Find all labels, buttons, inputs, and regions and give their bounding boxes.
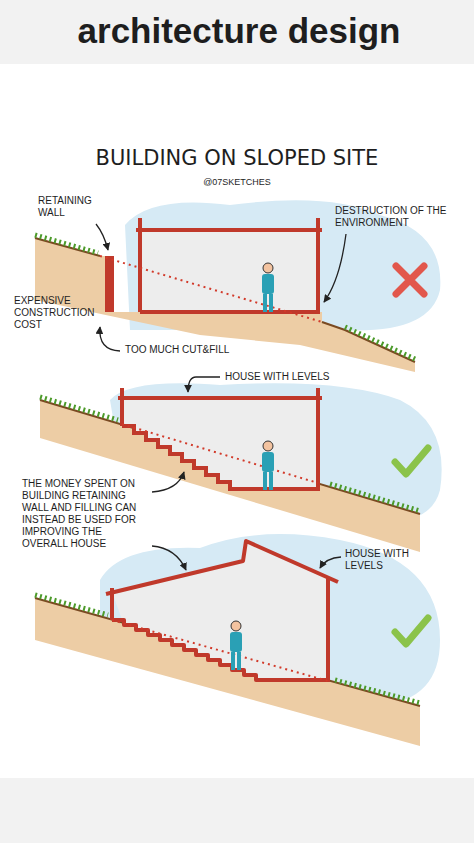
callout-label: EXPENSIVE CONSTRUCTION COST	[14, 295, 102, 331]
original-ground	[112, 620, 328, 681]
callout-label: DESTRUCTION OF THE ENVIRONMENT	[335, 205, 453, 229]
credit-text: @07SKETCHES	[175, 177, 299, 188]
person	[262, 263, 274, 312]
bottom-band	[0, 778, 474, 843]
banner-heading: architecture design	[2, 10, 474, 52]
callout-label: TOO MUCH CUT&FILL	[125, 344, 285, 356]
sky	[100, 534, 440, 705]
person	[230, 621, 242, 670]
cross-mark	[396, 266, 424, 294]
callout-label: HOUSE WITH LEVELS	[225, 371, 365, 383]
diagram-title: BUILDING ON SLOPED SITE	[40, 146, 434, 171]
note-text: THE MONEY SPENT ON BUILDING RETAINING WA…	[22, 478, 148, 550]
check-mark	[395, 448, 428, 474]
check-mark	[395, 618, 428, 644]
house-walls	[136, 218, 322, 312]
original-ground	[100, 256, 322, 322]
callout-label: RETAINING WALL	[38, 195, 110, 219]
house-walls	[106, 541, 338, 680]
original-ground	[122, 424, 318, 483]
house-interior	[140, 230, 318, 312]
retaining-wall	[105, 256, 114, 312]
house-walls	[118, 388, 322, 489]
callout-label: HOUSE WITH LEVELS	[345, 548, 411, 572]
person	[262, 441, 274, 490]
